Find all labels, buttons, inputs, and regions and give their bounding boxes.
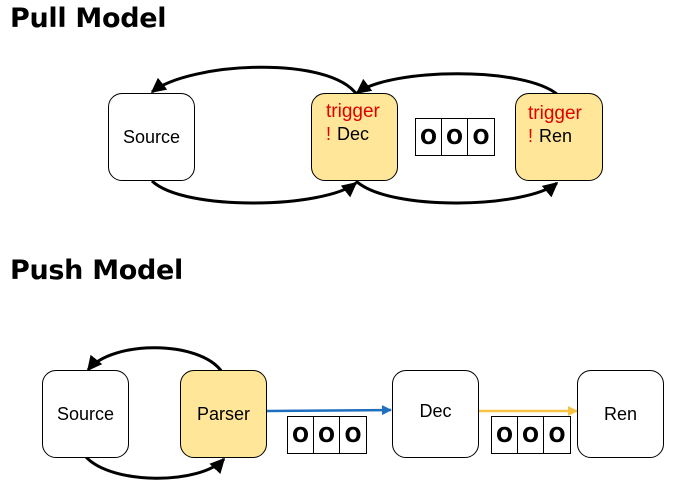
pull-dec-label: Dec (337, 124, 370, 144)
push-arrow-parser-to-dec (266, 405, 392, 416)
push-queue-1: O O O (287, 416, 367, 454)
queue-slot: O (518, 417, 544, 453)
pull-dec-node: trigger !Dec (311, 93, 398, 181)
pull-ren-node: trigger !Ren (515, 93, 603, 181)
pull-ren-alert-mark: ! (528, 126, 534, 146)
pull-queue: O O O (415, 118, 495, 156)
pull-arc-dec-to-source (150, 65, 359, 96)
pull-ren-trigger-text: trigger (528, 103, 582, 124)
pull-ren-label: Ren (539, 126, 573, 146)
push-parser-node: Parser (180, 370, 267, 458)
push-ren-label: Ren (603, 403, 638, 424)
push-ren-node: Ren (577, 370, 664, 458)
queue-slot: O (442, 119, 468, 155)
push-model-heading: Push Model (10, 255, 184, 286)
queue-slot: O (548, 423, 566, 447)
queue-slot: O (344, 423, 362, 447)
push-arc-source-to-parser (84, 455, 226, 480)
pull-dec-alert-mark: ! (326, 124, 332, 144)
push-dec-label: Dec (419, 401, 452, 421)
pull-dec-trigger-text: trigger (326, 101, 380, 122)
pull-source-node: Source (108, 93, 195, 181)
push-source-label: Source (56, 403, 115, 424)
queue-slot: O (492, 417, 518, 453)
push-queue-2: O O O (491, 416, 571, 454)
pull-arc-dec-to-ren (354, 179, 559, 205)
queue-slot: O (416, 119, 442, 155)
queue-slot: O (472, 125, 490, 149)
push-parser-label: Parser (196, 403, 250, 424)
pull-arc-source-to-dec (150, 179, 358, 205)
queue-slot: O (288, 417, 314, 453)
push-arc-parser-to-source (86, 346, 224, 373)
push-source-node: Source (42, 370, 129, 458)
pull-source-label: Source (122, 126, 181, 147)
pull-arc-ren-to-dec (355, 72, 559, 97)
pull-model-heading: Pull Model (10, 3, 167, 34)
queue-slot: O (314, 417, 340, 453)
push-dec-node: Dec (392, 370, 479, 458)
